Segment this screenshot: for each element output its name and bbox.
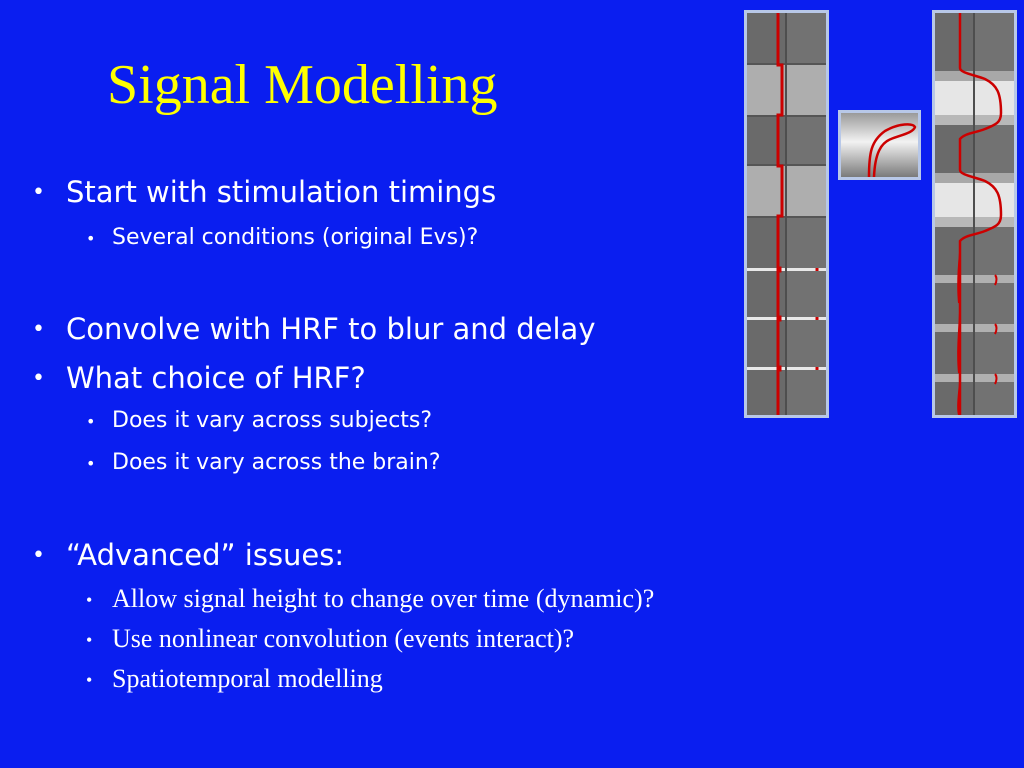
bullet-several-conditions: • Several conditions (original Evs)? [86,223,479,253]
bullet-glyph: • [32,366,45,391]
bullet-glyph: • [32,180,45,205]
bullet-signal-height: • Allow signal height to change over tim… [86,583,655,615]
bullet-glyph: • [32,543,45,568]
bullet-glyph: • [86,630,93,650]
bullet-glyph: • [86,412,96,431]
hrf-kernel-graphic [838,110,921,180]
bullet-text: “Advanced” issues: [66,538,345,572]
bullet-text: What choice of HRF? [66,361,366,395]
slide-title: Signal Modelling [107,54,498,116]
bullet-vary-subjects: • Does it vary across subjects? [86,406,433,436]
bullet-vary-brain: • Does it vary across the brain? [86,448,441,478]
bullet-glyph: • [86,454,96,473]
bullet-text: Start with stimulation timings [66,175,497,209]
bullet-spatiotemporal: • Spatiotemporal modelling [86,663,383,695]
bullet-text: Does it vary across subjects? [112,408,433,433]
bullet-text: Does it vary across the brain? [112,450,441,475]
bullet-convolve-hrf: • Convolve with HRF to blur and delay [32,311,596,347]
bullet-glyph: • [86,590,93,610]
stimulus-design-matrix [744,10,829,418]
bullet-glyph: • [86,670,93,690]
bullet-glyph: • [86,229,96,248]
bullet-glyph: • [32,317,45,342]
bullet-text: Several conditions (original Evs)? [112,225,479,250]
bullet-stimulation-timings: • Start with stimulation timings [32,174,497,210]
bullet-advanced-issues: • “Advanced” issues: [32,537,345,573]
convolved-design-matrix [932,10,1017,418]
bullet-text: Allow signal height to change over time … [112,584,655,613]
convolved-design-matrix-graphic [935,13,1014,415]
bullet-nonlinear-convolution: • Use nonlinear convolution (events inte… [86,623,575,655]
bullet-text: Use nonlinear convolution (events intera… [112,624,575,653]
bullet-text: Spatiotemporal modelling [112,664,383,693]
bullet-text: Convolve with HRF to blur and delay [66,312,596,346]
stimulus-design-matrix-graphic [747,13,826,415]
bullet-choice-hrf: • What choice of HRF? [32,360,366,396]
